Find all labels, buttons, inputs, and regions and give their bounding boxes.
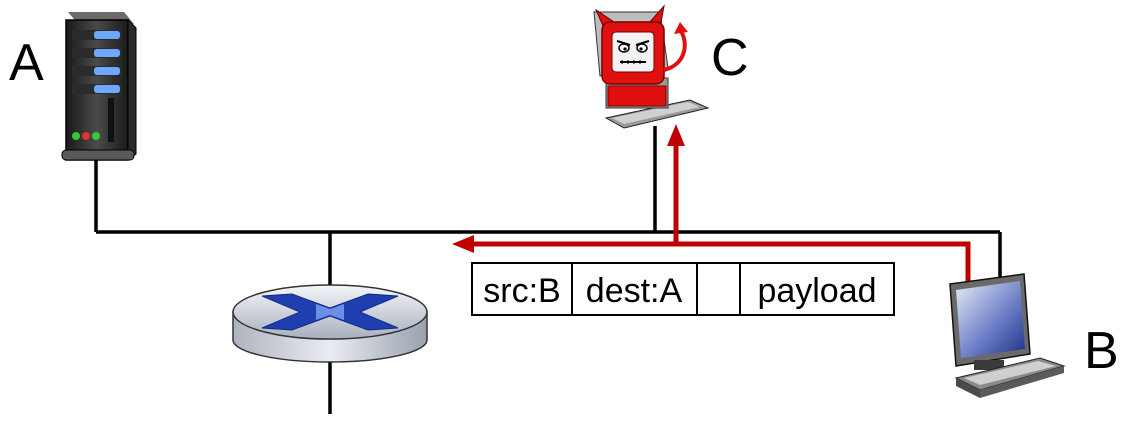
- laptop-icon: [949, 273, 1066, 398]
- packet: src:B dest:A payload: [471, 262, 895, 316]
- packet-field-dest: dest:A: [586, 272, 683, 310]
- malicious-host-icon: [593, 4, 710, 129]
- router-icon: [232, 284, 428, 363]
- packet-field-src: src:B: [483, 272, 560, 310]
- server-icon: [61, 12, 137, 161]
- host-b-label: B: [1084, 322, 1119, 380]
- host-c-label: C: [711, 29, 749, 87]
- packet-field-payload: payload: [757, 272, 876, 310]
- network-links: [94, 126, 1002, 414]
- arrowhead-left-icon: [452, 235, 474, 253]
- packet-frame: [471, 262, 895, 316]
- traffic-path: [470, 142, 971, 282]
- arrowhead-up-icon: [667, 124, 685, 146]
- traffic-line: [470, 241, 971, 282]
- host-a-label: A: [9, 34, 44, 92]
